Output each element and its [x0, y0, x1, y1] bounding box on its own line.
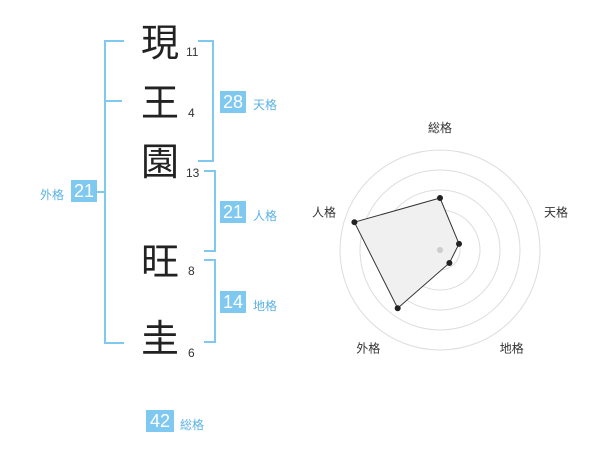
radar-point-3 — [446, 259, 453, 266]
gaikaku-bracket-connector — [95, 191, 105, 193]
kanji-4: 旺 — [141, 240, 180, 284]
radar-polygon — [353, 197, 460, 310]
radar-point-1 — [437, 195, 443, 201]
gaikaku-label: 外格 — [40, 188, 65, 202]
soukaku-badge: 42 — [146, 410, 174, 432]
stroke-count-1: 11 — [186, 45, 199, 59]
radar-ring — [359, 169, 521, 331]
radar-axis-label-4: 外格 — [356, 341, 380, 356]
stroke-count-3: 13 — [186, 166, 200, 180]
kanji-1: 現 — [141, 21, 180, 65]
jinkaku-badge: 21 — [220, 201, 246, 223]
radar-point-4 — [394, 305, 401, 312]
stroke-count-2: 4 — [188, 106, 195, 120]
chikaku-badge: 14 — [220, 291, 246, 313]
kanji-5: 圭 — [141, 317, 180, 361]
jinkaku-label: 人格 — [253, 209, 278, 223]
chikaku-bracket — [204, 259, 216, 343]
gaikaku-bracket-tick — [104, 100, 122, 102]
kanji-2: 王 — [141, 81, 180, 125]
radar-point-2 — [456, 240, 463, 247]
kanji-3: 園 — [141, 140, 180, 184]
stroke-count-4: 8 — [188, 264, 195, 278]
radar-axis-label-5: 人格 — [312, 204, 336, 219]
radar-point-5 — [351, 219, 358, 226]
tenkaku-badge: 28 — [220, 91, 246, 113]
gaikaku-bracket — [104, 40, 124, 344]
chikaku-label: 地格 — [253, 299, 278, 313]
jinkaku-bracket — [204, 170, 216, 252]
tenkaku-label: 天格 — [253, 98, 278, 112]
soukaku-label: 総格 — [180, 418, 205, 432]
gaikaku-badge: 21 — [71, 180, 97, 202]
radar-ring — [339, 149, 541, 351]
radar-axis-label-2: 天格 — [544, 204, 568, 219]
radar-axis-label-1: 総格 — [428, 120, 452, 135]
radar-center — [437, 247, 443, 253]
stroke-count-5: 6 — [188, 346, 195, 360]
radar-axis-label-3: 地格 — [500, 341, 524, 356]
tenkaku-bracket — [198, 40, 214, 162]
